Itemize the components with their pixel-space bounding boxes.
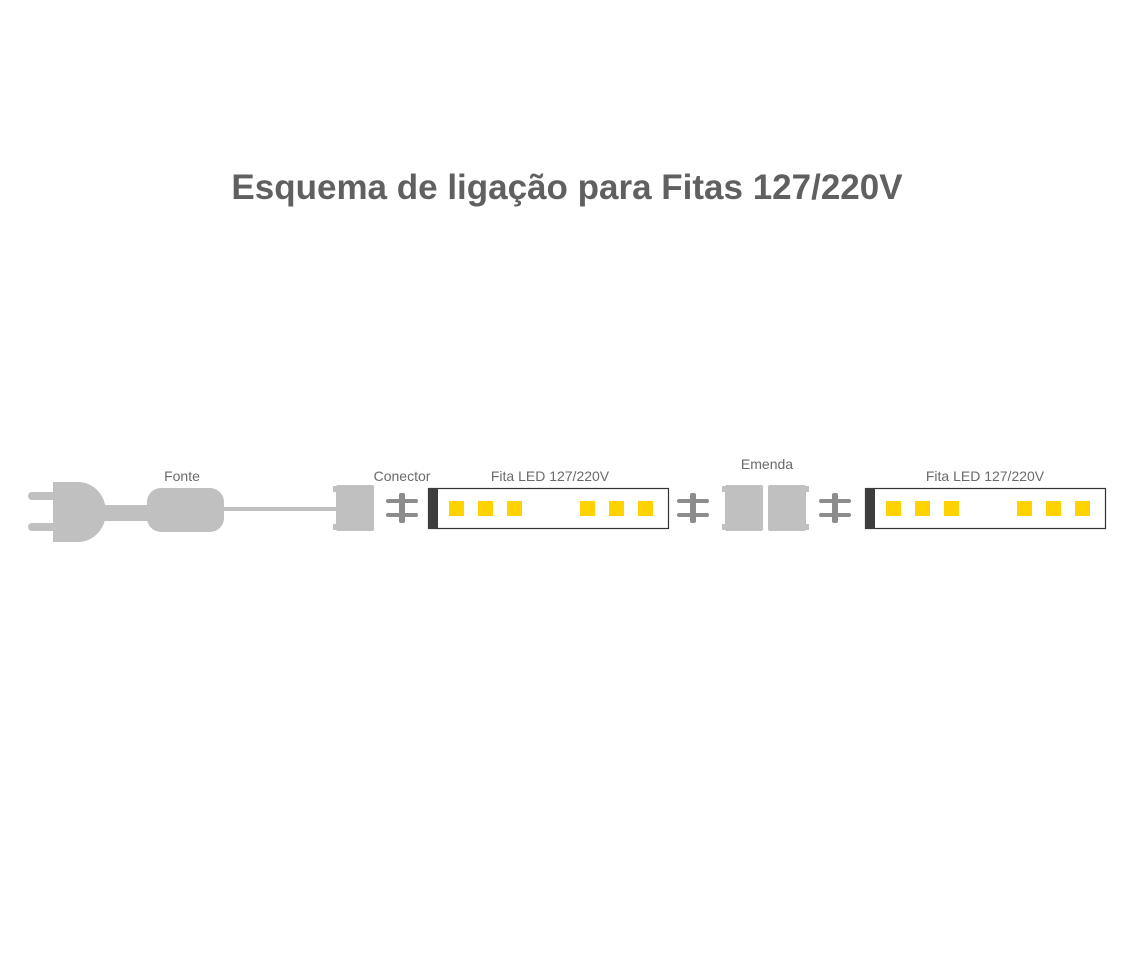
label-fita-led-1: Fita LED 127/220V: [490, 468, 610, 484]
led-chip: [449, 501, 464, 516]
led-chip: [915, 501, 930, 516]
led-chip: [507, 501, 522, 516]
led-chip: [1075, 501, 1090, 516]
label-fita-led-2: Fita LED 127/220V: [925, 468, 1045, 484]
pin-clip-icon: [677, 493, 709, 523]
label-fonte: Fonte: [164, 468, 200, 484]
output-wire: [224, 507, 338, 511]
connector-block: [333, 485, 374, 531]
pin-clip-icon: [386, 493, 418, 523]
label-conector: Conector: [373, 468, 431, 484]
led-chip: [1017, 501, 1032, 516]
led-chip: [1046, 501, 1061, 516]
led-chip: [580, 501, 595, 516]
label-emenda: Emenda: [740, 456, 794, 472]
led-chip: [886, 501, 901, 516]
led-chip: [944, 501, 959, 516]
splice-block: [722, 485, 809, 531]
power-cable: [104, 505, 150, 521]
led-chip: [609, 501, 624, 516]
led-chip: [478, 501, 493, 516]
pin-clip-icon: [819, 493, 851, 523]
led-chip: [638, 501, 653, 516]
led-strip: [427, 487, 670, 530]
power-supply: [147, 488, 224, 532]
page-title: Esquema de ligação para Fitas 127/220V: [231, 168, 903, 207]
led-strip: [864, 487, 1107, 530]
plug-icon: [28, 482, 106, 542]
